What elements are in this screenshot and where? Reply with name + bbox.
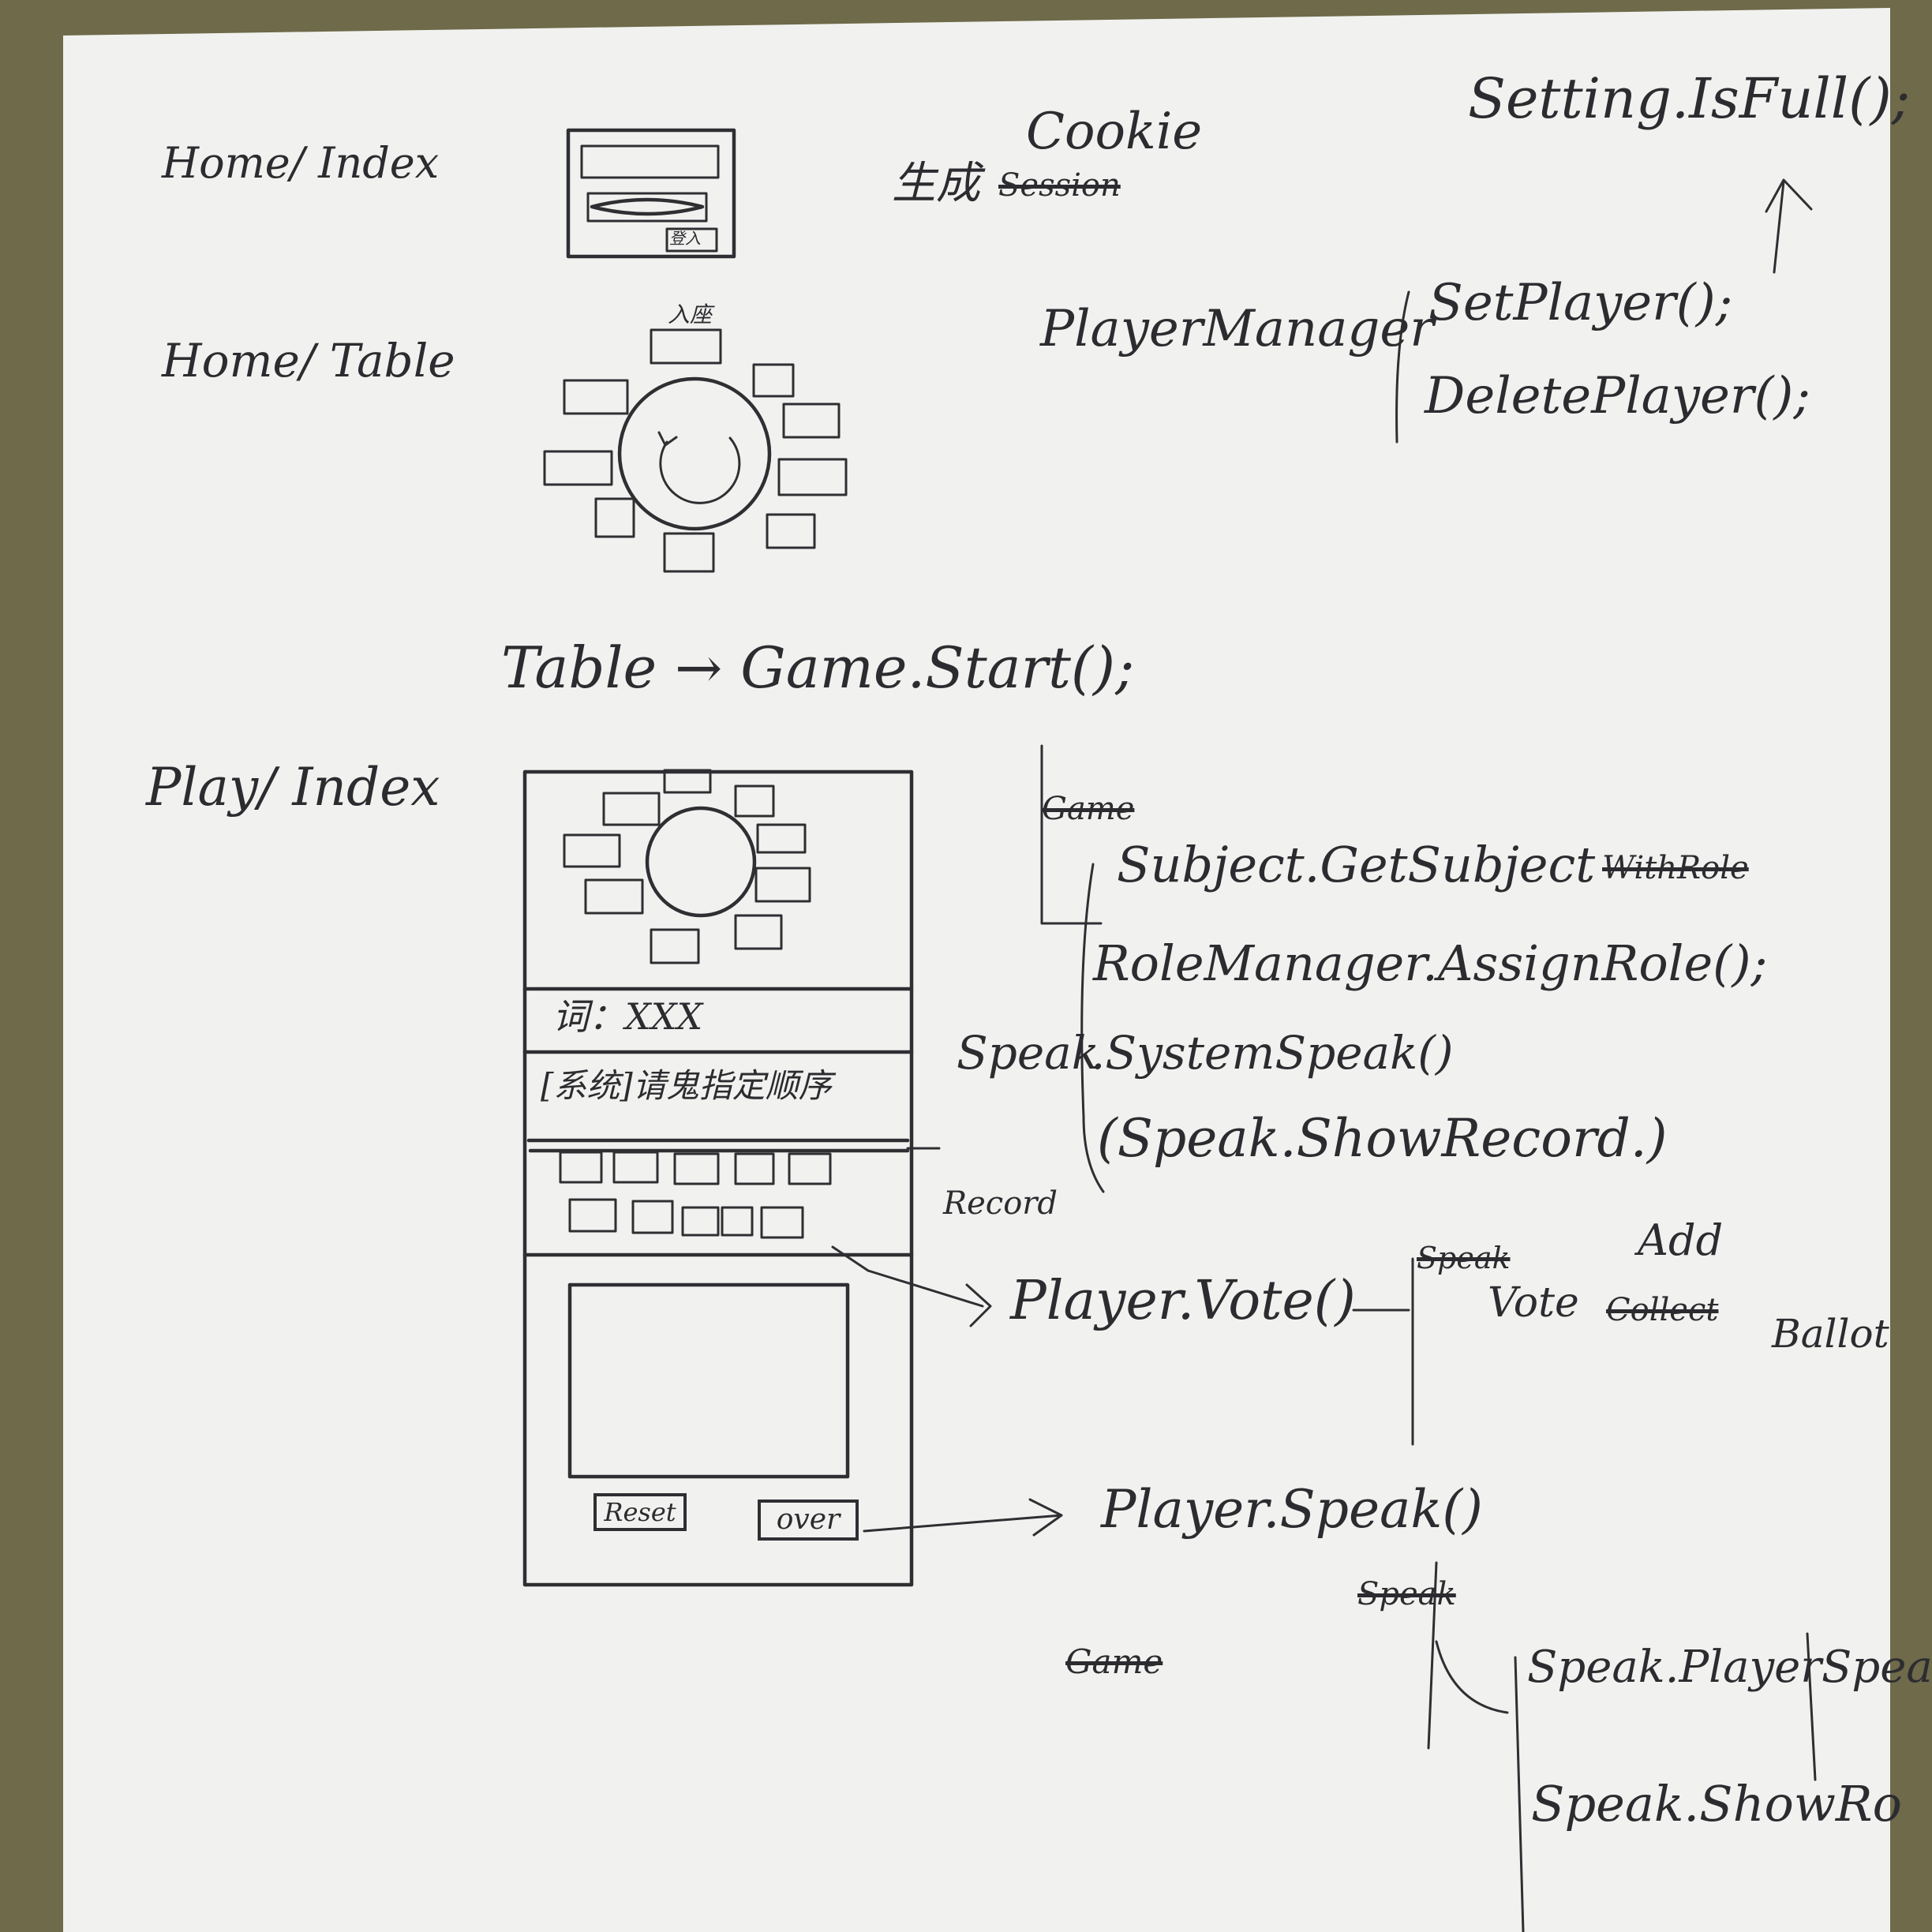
note-subject-get: Subject.GetSubject	[1117, 836, 1596, 893]
note-speak-struck: Speak	[1417, 1241, 1511, 1275]
note-vote: Vote	[1488, 1279, 1579, 1327]
note-with-role-struck: WithRole	[1602, 850, 1749, 886]
note-record: Record	[943, 1185, 1058, 1222]
label-play-index: Play/ Index	[146, 757, 440, 818]
note-session-struck: Session	[998, 167, 1121, 204]
note-game-struck-2: Game	[1065, 1642, 1163, 1681]
speak-lower-brace	[1514, 1656, 1525, 1932]
note-game-struck: Game	[1042, 791, 1135, 827]
note-player-speak: Player.Speak()	[1101, 1479, 1483, 1540]
speak-arrow-line	[863, 1514, 1063, 1533]
paper-sheet	[63, 8, 1890, 1932]
note-player-manager: PlayerManager	[1040, 300, 1434, 358]
up-arrow-line	[1773, 180, 1785, 274]
show-record-arrow	[1806, 1632, 1817, 1781]
speak-arrow-head	[1028, 1498, 1063, 1537]
game-brace	[1080, 863, 1105, 1193]
player-speak-brace	[1427, 1561, 1438, 1750]
note-player-vote: Player.Vote()	[1010, 1270, 1356, 1332]
play-index-mockup	[522, 769, 914, 1587]
note-delete-player: DeletePlayer();	[1425, 367, 1810, 425]
label-home-index: Home/ Index	[162, 138, 440, 188]
label-home-table: Home/ Table	[162, 334, 455, 388]
note-set-player: SetPlayer();	[1428, 274, 1733, 332]
note-add: Add	[1638, 1215, 1724, 1265]
note-setting-isfull: Setting.IsFull();	[1468, 66, 1911, 131]
note-collect-struck: Collect	[1606, 1292, 1719, 1328]
note-system-speak: .SystemSpeak()	[1091, 1026, 1454, 1080]
home-table-mockup	[543, 328, 848, 573]
vote-arrow-line	[831, 1245, 984, 1308]
note-cookie: Cookie	[1026, 103, 1203, 161]
mockup-word-row: 词：XXX	[552, 995, 703, 1038]
vote-arrow-head	[965, 1283, 992, 1327]
note-generate: 生成	[892, 158, 980, 209]
sketch-connectors	[831, 178, 1817, 1932]
note-speak-show-record: (Speak.ShowRecord.)	[1097, 1108, 1668, 1169]
player-manager-brace	[1395, 290, 1410, 444]
mockup-reset-button[interactable]: Reset	[593, 1493, 687, 1531]
up-arrow-head	[1765, 178, 1813, 213]
enter-seat-label: 入座	[668, 301, 713, 328]
mockup-system-row: [系统]请鬼指定顺序	[541, 1066, 832, 1105]
mockup-over-button[interactable]: over	[758, 1500, 859, 1541]
login-button-label: 登入	[669, 229, 701, 248]
note-speak-show-record-2: Speak.ShowRo	[1531, 1775, 1902, 1833]
speak-branch	[1435, 1640, 1509, 1714]
note-table-to-game: Table → Game.Start();	[501, 635, 1135, 701]
note-speak-player-speak: Speak.PlayerSpeak()	[1527, 1642, 1932, 1693]
note-role-manager: RoleManager.AssignRole();	[1093, 934, 1768, 992]
game-start-bracket	[1040, 744, 1103, 925]
note-speak-struck-2: Speak	[1357, 1576, 1456, 1612]
note-ballot: Ballot	[1772, 1311, 1889, 1357]
home-index-mockup	[566, 128, 736, 259]
note-speak-prefix: Speak	[957, 1026, 1099, 1080]
